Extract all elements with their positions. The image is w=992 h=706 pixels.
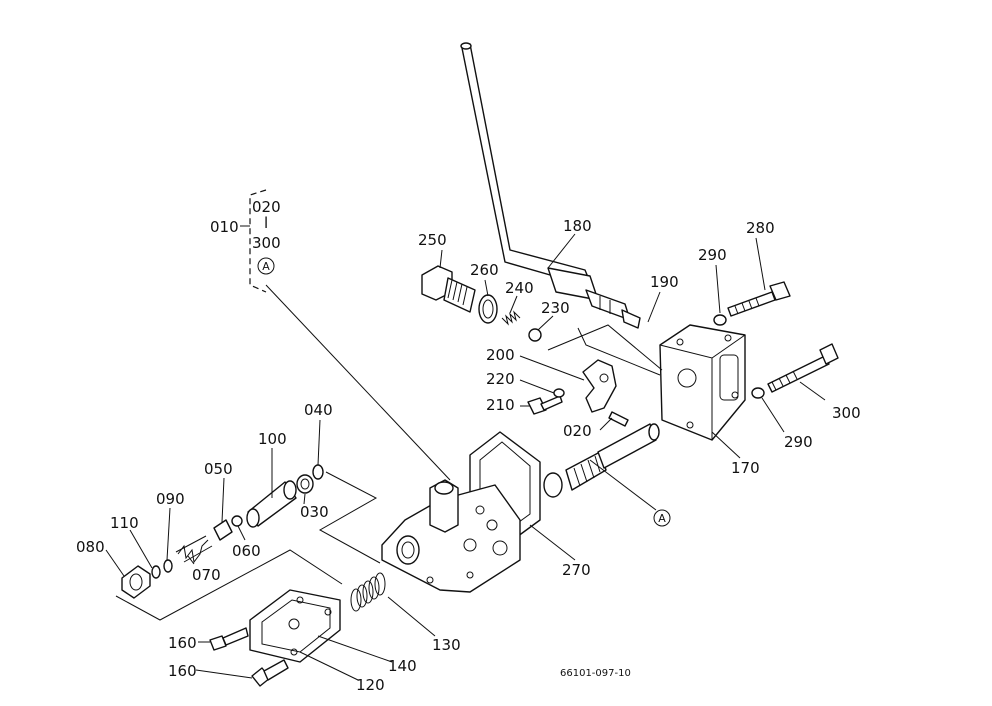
label-240: 240 — [505, 279, 534, 297]
cam-200 — [582, 359, 617, 413]
pin-020 — [608, 411, 629, 427]
seal-040 — [312, 464, 324, 480]
label-250: 250 — [418, 231, 447, 249]
sleeve-100 — [246, 480, 297, 528]
label-140: 140 — [388, 657, 417, 675]
label-010: 010 — [210, 218, 239, 236]
poppet-050 — [213, 519, 233, 541]
bolt-280 — [713, 281, 791, 326]
label-270: 270 — [562, 561, 591, 579]
label-230: 230 — [541, 299, 570, 317]
label-260: 260 — [470, 261, 499, 279]
label-020: 020 — [563, 422, 592, 440]
marker-a-lower: A — [653, 509, 671, 527]
washer-220 — [553, 388, 565, 398]
label-070: 070 — [192, 566, 221, 584]
valve-body — [381, 479, 521, 593]
label-090: 090 — [156, 490, 185, 508]
label-100: 100 — [258, 430, 287, 448]
spool-shaft — [543, 423, 660, 498]
ball-230 — [528, 328, 542, 342]
label-050: 050 — [204, 460, 233, 478]
drawing-number: 66101-097-10 — [560, 668, 631, 679]
screw-210 — [527, 395, 563, 415]
label-170: 170 — [731, 459, 760, 477]
label-180: 180 — [563, 217, 592, 235]
marker-a-upper: A — [257, 257, 275, 275]
leader-lines — [105, 233, 826, 681]
label-300: 300 — [832, 404, 861, 422]
label-280: 280 — [746, 219, 775, 237]
washer-090 — [163, 559, 173, 573]
label-160-upper: 160 — [168, 634, 197, 652]
label-290-lower: 290 — [784, 433, 813, 451]
label-200: 200 — [486, 346, 515, 364]
label-220: 220 — [486, 370, 515, 388]
label-190: 190 — [650, 273, 679, 291]
plug-080 — [121, 565, 151, 599]
spring-130 — [350, 572, 386, 612]
cover-120 — [249, 589, 341, 663]
label-290-upper: 290 — [698, 246, 727, 264]
label-range-start: 020 — [252, 198, 281, 216]
spring-240 — [501, 310, 521, 326]
housing-170 — [659, 324, 746, 441]
plug-250 — [421, 265, 476, 313]
label-040: 040 — [304, 401, 333, 419]
label-range-separator: l — [264, 214, 268, 232]
seal-260 — [478, 294, 498, 324]
seal-110 — [151, 565, 161, 579]
label-160-lower: 160 — [168, 662, 197, 680]
label-080: 080 — [76, 538, 105, 556]
label-060: 060 — [232, 542, 261, 560]
bolt-300 — [751, 343, 839, 399]
plunger-030 — [296, 474, 314, 494]
assembly-bracket — [240, 189, 267, 293]
spring-070 — [175, 535, 213, 564]
label-130: 130 — [432, 636, 461, 654]
reference-lines — [115, 284, 663, 621]
label-030: 030 — [300, 503, 329, 521]
label-110: 110 — [110, 514, 139, 532]
screw-160-lower — [251, 659, 289, 687]
label-120: 120 — [356, 676, 385, 694]
label-range-end: 300 — [252, 234, 281, 252]
screw-160-upper — [209, 627, 249, 651]
svg-text:A: A — [658, 512, 666, 525]
label-210: 210 — [486, 396, 515, 414]
lever-180 — [460, 42, 641, 329]
ball-060 — [231, 515, 243, 527]
svg-text:A: A — [262, 260, 270, 273]
